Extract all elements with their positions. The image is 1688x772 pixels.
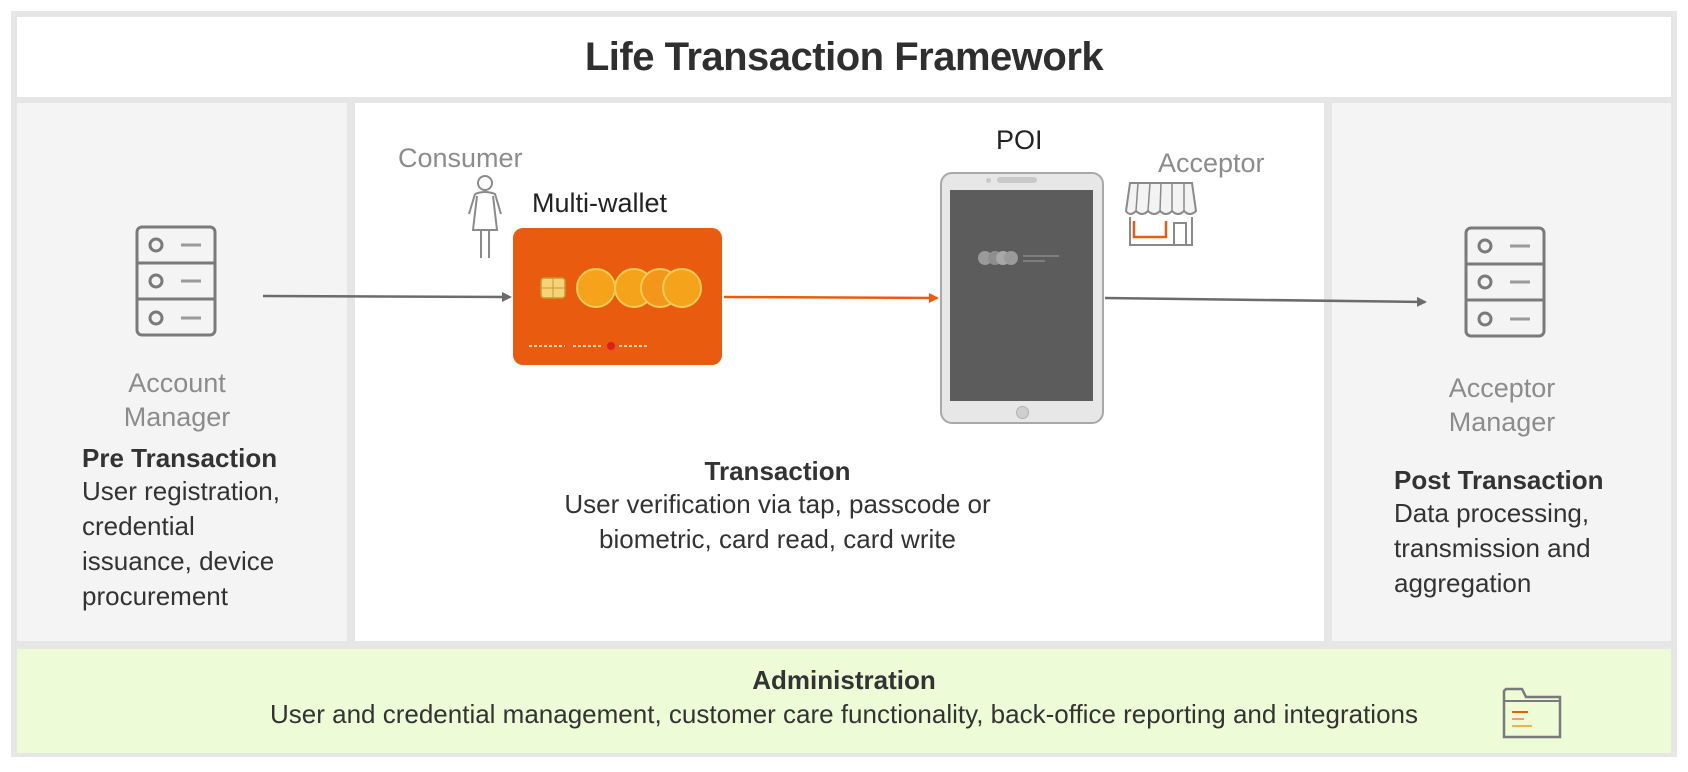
transaction-heading: Transaction	[704, 456, 851, 486]
acceptor-manager-label-line2: Manager	[1448, 407, 1556, 437]
tablet-screen	[950, 190, 1093, 401]
tablet-camera	[986, 178, 991, 183]
screen-logo-mark	[978, 251, 1059, 265]
administration-text: User and credential management, customer…	[270, 699, 1418, 729]
pre-transaction-description: Pre Transaction User registration, crede…	[82, 443, 332, 614]
post-transaction-line: transmission and	[1394, 533, 1591, 563]
administration-description: Administration User and credential manag…	[17, 665, 1671, 732]
person-icon	[468, 175, 502, 258]
acceptor-manager-label-line1: Acceptor	[1448, 373, 1556, 403]
storefront-icon	[1124, 182, 1198, 246]
transaction-description: Transaction User verification via tap, p…	[505, 456, 1050, 557]
tablet-speaker	[997, 177, 1037, 183]
transaction-line: biometric, card read, card write	[599, 524, 956, 554]
server-icon	[135, 225, 217, 337]
server-icon	[1464, 226, 1546, 338]
post-transaction-line: Data processing,	[1394, 498, 1590, 528]
post-transaction-description: Post Transaction Data processing, transm…	[1394, 465, 1664, 601]
tablet-home-button	[1016, 406, 1029, 419]
pre-transaction-line: User registration,	[82, 476, 280, 506]
payment-card-icon	[513, 228, 722, 365]
poi-label: POI	[996, 125, 1043, 155]
pre-transaction-line: procurement	[82, 581, 228, 611]
acceptor-manager-label: Acceptor Manager	[1402, 371, 1602, 439]
account-manager-label-line1: Account	[128, 368, 226, 398]
multi-wallet-label: Multi-wallet	[532, 188, 668, 218]
pre-transaction-panel: Account Manager Pre Transaction User reg…	[17, 103, 347, 641]
account-manager-label: Account Manager	[77, 366, 277, 434]
acceptor-label: Acceptor	[1158, 148, 1265, 178]
post-transaction-line: aggregation	[1394, 568, 1532, 598]
pre-transaction-line: issuance, device	[82, 546, 275, 576]
folder-icon	[1502, 687, 1562, 739]
card-art	[529, 268, 702, 350]
administration-heading: Administration	[752, 665, 936, 695]
post-transaction-heading: Post Transaction	[1394, 465, 1604, 495]
post-transaction-panel: Acceptor Manager Post Transaction Data p…	[1332, 103, 1671, 641]
consumer-label: Consumer	[398, 143, 523, 173]
transaction-line: User verification via tap, passcode or	[564, 489, 991, 519]
page-title: Life Transaction Framework	[584, 35, 1104, 79]
pre-transaction-heading: Pre Transaction	[82, 443, 278, 473]
pre-transaction-line: credential	[82, 511, 195, 541]
administration-panel: Administration User and credential manag…	[17, 649, 1671, 753]
title-bar: Life Transaction Framework	[17, 17, 1671, 97]
account-manager-label-line2: Manager	[123, 402, 231, 432]
